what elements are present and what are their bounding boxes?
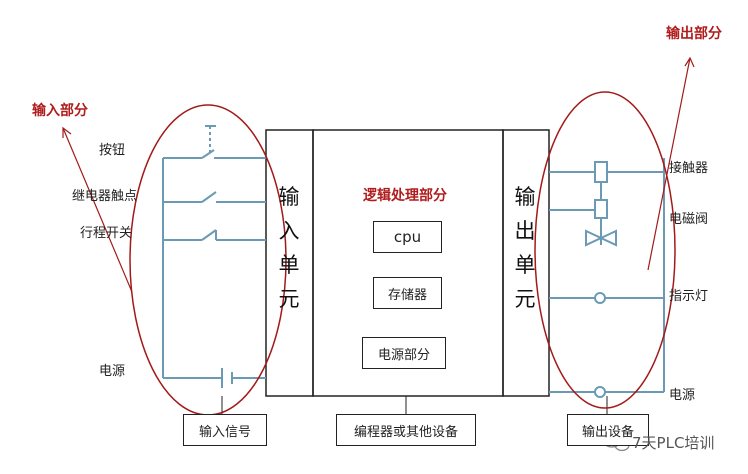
output-pointer-arrow bbox=[647, 56, 695, 271]
output-device-box: 输出设备 bbox=[567, 414, 649, 446]
input-unit-label: 输 入 单 元 bbox=[275, 180, 303, 316]
travel-switch-label: 行程开关 bbox=[80, 226, 133, 241]
programmer-box: 编程器或其他设备 bbox=[336, 414, 476, 446]
output-power-label: 电源 bbox=[669, 388, 696, 403]
button-label: 按钮 bbox=[99, 143, 126, 158]
output-unit-label: 输 出 单 元 bbox=[511, 180, 539, 316]
solenoid-coil-icon bbox=[594, 199, 608, 219]
output-ellipse bbox=[534, 91, 676, 409]
valve-icon-right bbox=[598, 229, 617, 247]
output-unit-char: 单 bbox=[514, 253, 536, 277]
indicator-label: 指示灯 bbox=[669, 289, 709, 304]
relay-contact-label: 继电器触点 bbox=[72, 189, 138, 204]
input-pointer-arrow bbox=[62, 126, 133, 293]
input-unit-char: 元 bbox=[278, 287, 300, 311]
output-unit-block bbox=[502, 129, 550, 397]
solenoid-valve-label: 电磁阀 bbox=[669, 212, 709, 227]
input-wiring bbox=[162, 125, 266, 379]
input-signal-box: 输入信号 bbox=[183, 414, 267, 446]
input-unit-char: 输 bbox=[278, 185, 300, 209]
output-unit-char: 元 bbox=[514, 287, 536, 311]
input-power-label: 电源 bbox=[99, 364, 126, 379]
logic-section-title: 逻辑处理部分 bbox=[363, 188, 447, 204]
output-unit-char: 出 bbox=[514, 219, 536, 243]
valve-icon bbox=[585, 229, 604, 247]
indicator-lamp-icon bbox=[594, 292, 606, 304]
output-unit-char: 输 bbox=[514, 185, 536, 209]
watermark-text: 7天PLC培训 bbox=[632, 434, 715, 452]
power-part-box: 电源部分 bbox=[362, 337, 446, 369]
output-wiring bbox=[549, 158, 665, 393]
output-section-title: 输出部分 bbox=[666, 26, 722, 42]
contactor-coil-icon bbox=[594, 161, 608, 183]
power-source-icon bbox=[594, 386, 606, 398]
memory-box: 存储器 bbox=[373, 277, 442, 309]
input-ellipse bbox=[129, 104, 287, 416]
contactor-label: 接触器 bbox=[669, 161, 709, 176]
input-unit-char: 入 bbox=[278, 219, 300, 243]
input-section-title: 输入部分 bbox=[32, 103, 88, 119]
input-unit-char: 单 bbox=[278, 253, 300, 277]
cpu-box: cpu bbox=[373, 221, 442, 253]
